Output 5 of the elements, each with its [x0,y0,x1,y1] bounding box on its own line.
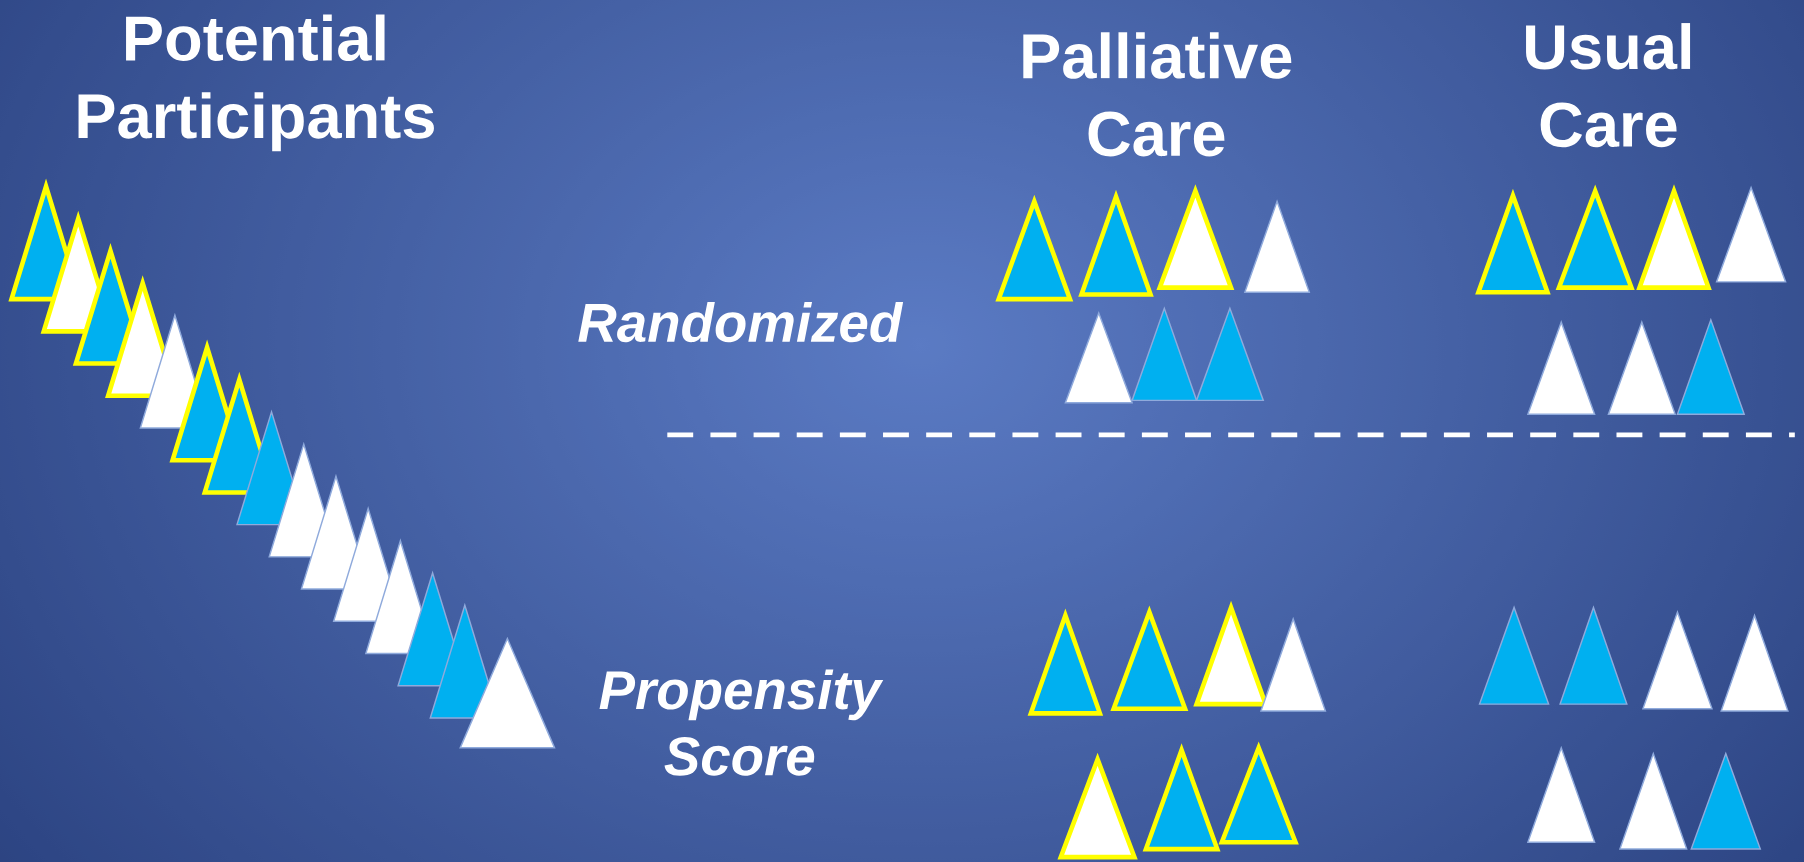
column-heading: Potential Participants [78,14,434,152]
column-heading: Usual Care [1526,23,1691,148]
row-label: Propensity Score [599,669,884,776]
row-label: Randomized [578,302,904,343]
column-heading: Palliative Care [1023,32,1292,157]
